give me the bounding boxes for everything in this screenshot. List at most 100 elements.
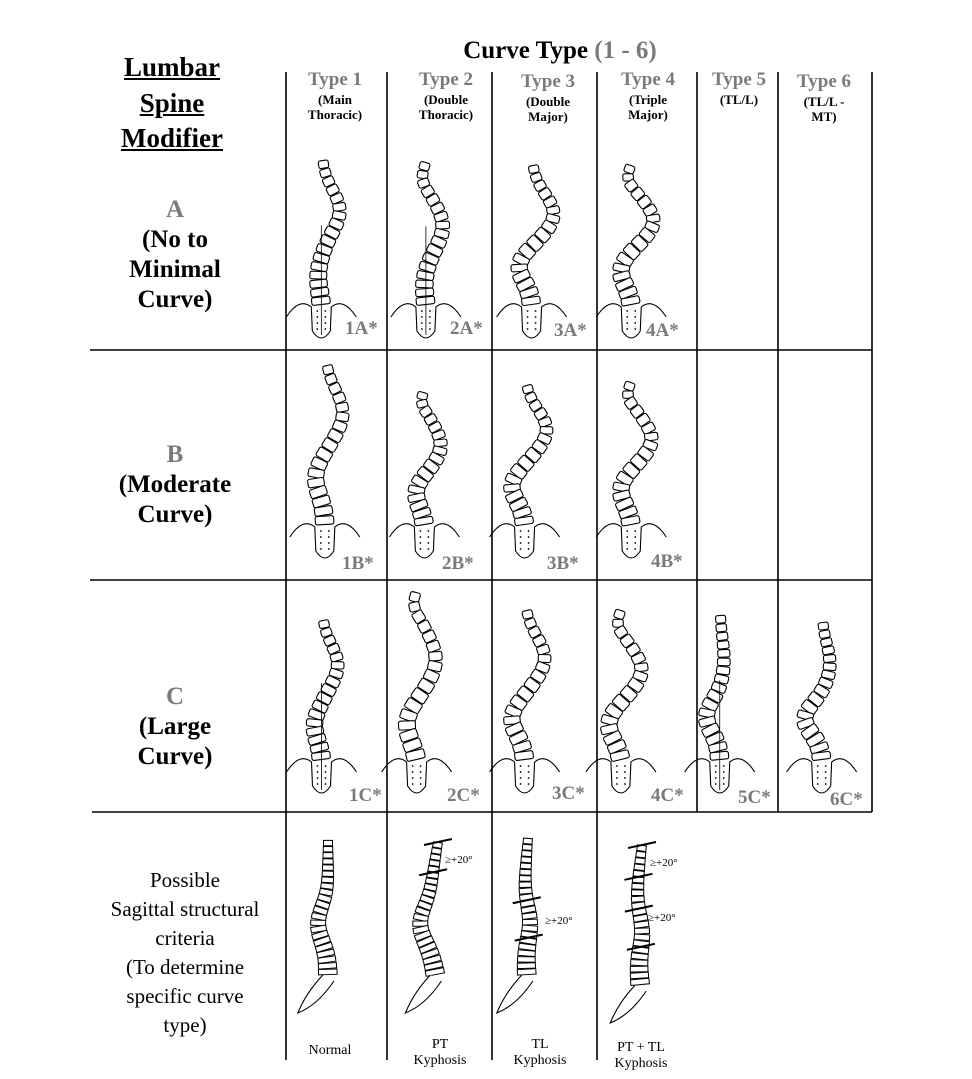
vertebra — [615, 496, 635, 512]
sacral-dot — [319, 530, 322, 532]
vertebra — [710, 681, 727, 694]
sagittal-line-4: (To determine — [125, 954, 245, 979]
measurement-tick — [418, 868, 448, 877]
vertebra — [312, 935, 332, 948]
vertebra — [519, 862, 532, 870]
sacral-dot — [626, 536, 629, 538]
vertebra — [421, 888, 437, 899]
vertebra — [407, 484, 426, 496]
pelvis — [684, 758, 756, 794]
vertebra — [800, 699, 819, 716]
sacral-dot — [316, 316, 319, 318]
vertebra — [504, 472, 523, 487]
vertebra — [309, 741, 330, 754]
sagittal-normal — [296, 839, 338, 1014]
sacral-dot — [626, 530, 629, 532]
spine-4b — [595, 380, 667, 559]
sacral-dot — [324, 777, 327, 779]
vertebra — [630, 895, 645, 903]
sacral-dot — [527, 777, 530, 779]
vertebra — [309, 278, 329, 289]
vertebra — [645, 213, 661, 224]
sacral-dot — [526, 316, 529, 318]
vertebra — [408, 591, 421, 603]
sacral-dot — [616, 765, 618, 767]
sacral-dot — [634, 322, 637, 324]
vertebra — [622, 461, 641, 479]
lsm-line-3: Modifier — [121, 123, 223, 154]
vertebra — [328, 217, 345, 231]
sagittal-pt-kyphosis-label: PT Kyphosis — [400, 1037, 480, 1069]
vertebra — [527, 625, 542, 639]
type-2-desc-line-1: (Double — [423, 91, 469, 107]
vertebra — [715, 631, 729, 642]
sagittal-tl-kyphosis-label: TL Kyphosis — [500, 1037, 580, 1069]
modifier-c-line-2: Curve) — [137, 743, 213, 770]
vertebra — [638, 227, 656, 243]
vertebra — [514, 515, 534, 527]
type-1-label: Type 1 — [307, 69, 362, 90]
vertebra — [399, 728, 419, 743]
vertebra — [307, 708, 326, 722]
modifier-a-letter: A — [165, 196, 185, 223]
sacral-dot — [722, 777, 725, 779]
sacral-dot — [411, 777, 414, 779]
vertebra — [424, 967, 446, 977]
sacral-dot — [816, 771, 819, 773]
vertebra — [521, 924, 539, 933]
sagittal-pt-tl-kyphosis-label: PT + TL Kyphosis — [600, 1040, 682, 1072]
vertebra — [433, 227, 450, 240]
sacral-dot — [534, 316, 537, 318]
vertebra — [317, 961, 338, 970]
measurement-tick — [624, 872, 653, 881]
title-prefix: Curve Type — [463, 37, 589, 64]
type-4-header: Type 4 (Triple Major) — [600, 70, 696, 123]
vertebra — [623, 396, 638, 410]
modifier-b-line-2: Curve) — [137, 501, 213, 528]
vertebra — [412, 506, 432, 520]
sacral-dot — [722, 765, 725, 767]
sacral-dot — [327, 542, 330, 544]
vertebra — [416, 466, 434, 483]
vertebra — [807, 691, 825, 708]
type-3-desc-line-2: Major) — [528, 108, 568, 124]
vertebra — [541, 219, 558, 234]
vertebra — [633, 863, 646, 872]
sacral-dot — [421, 310, 423, 312]
vertebra — [713, 673, 730, 685]
vertebra — [516, 968, 537, 976]
vertebra — [522, 837, 533, 845]
vertebra — [418, 941, 438, 955]
code-2c: 2C* — [447, 785, 480, 806]
vertebra — [313, 504, 334, 517]
pelvis — [585, 758, 657, 794]
vertebra — [640, 421, 656, 435]
vertebra — [643, 431, 659, 442]
vertebra — [618, 285, 638, 300]
vertebra — [611, 693, 631, 712]
sacral-dot — [324, 771, 327, 773]
sagittal-line-6: type) — [163, 1012, 207, 1037]
vertebra — [535, 661, 551, 674]
sacral-dot — [527, 542, 530, 544]
sagittal-line-1: Possible — [149, 868, 220, 892]
vertebra — [637, 445, 654, 462]
vertebra — [405, 748, 426, 762]
vertebra — [623, 380, 636, 392]
vertebra — [504, 704, 523, 719]
vertebra — [822, 654, 837, 664]
measurement-tick — [624, 904, 654, 913]
sacral-dot — [519, 777, 522, 779]
vertebra — [308, 485, 328, 499]
vertebra — [324, 225, 341, 240]
sacral-dot — [534, 310, 537, 312]
code-4c: 4C* — [651, 785, 684, 806]
vertebra — [335, 401, 350, 413]
sacral-dot — [427, 530, 430, 532]
sacral-dot — [324, 316, 327, 318]
vertebra — [717, 648, 731, 658]
vertebra — [311, 929, 330, 941]
vertebra — [633, 920, 650, 929]
vertebra — [318, 619, 330, 629]
type-1-desc-line-2: Thoracic) — [307, 106, 363, 122]
